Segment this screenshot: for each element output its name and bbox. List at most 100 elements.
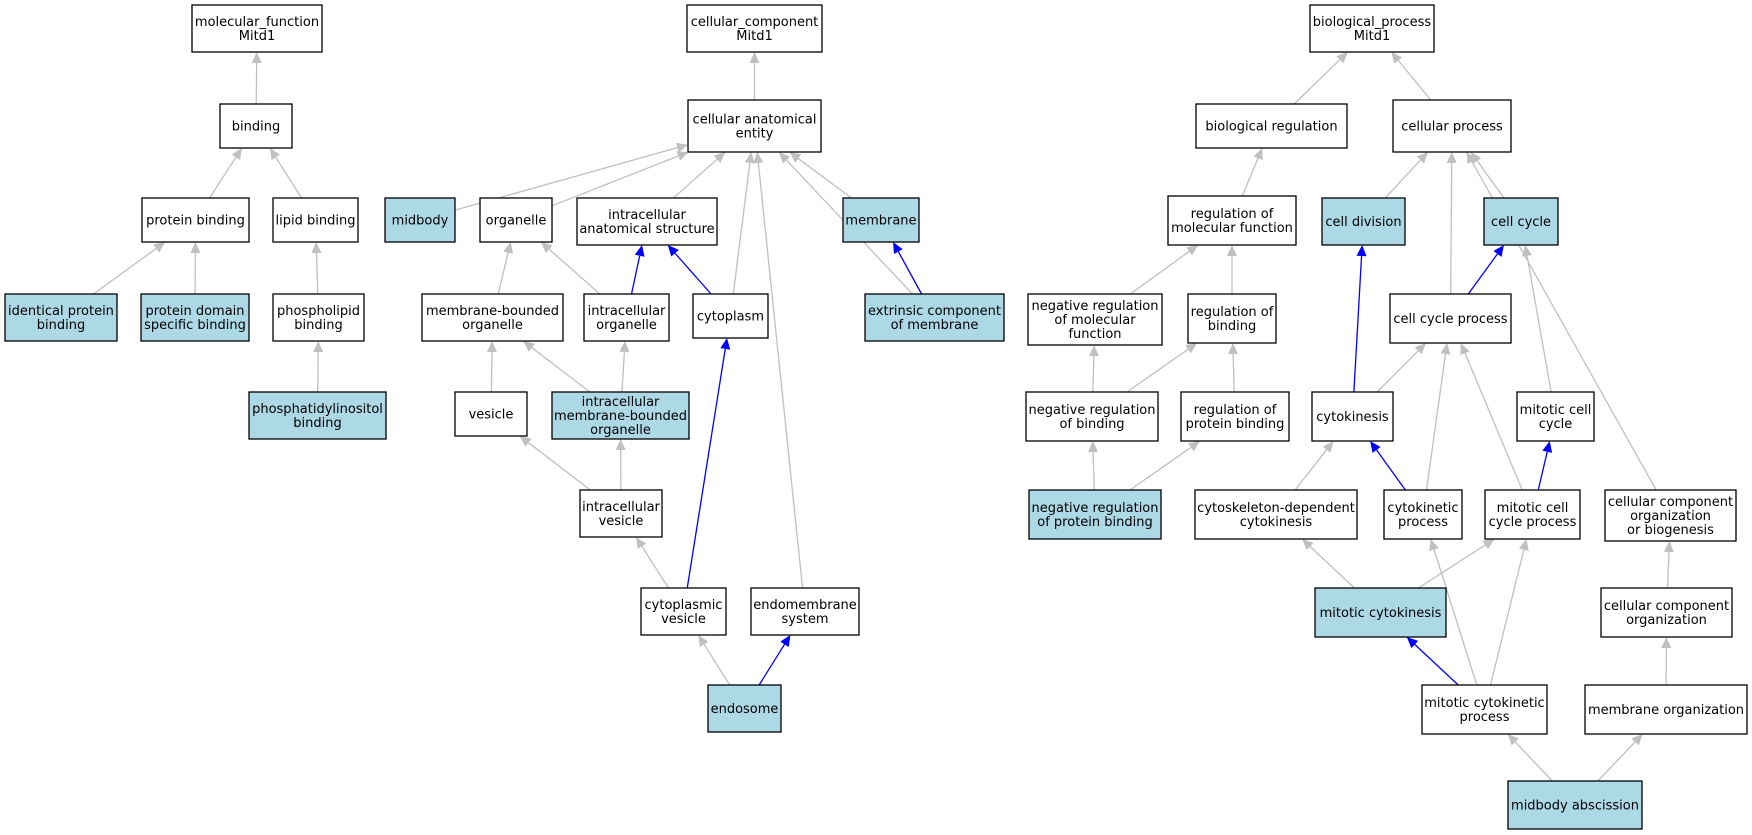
term-box [1584, 684, 1748, 735]
edge-ccorg-to-ccorgbio [1663, 541, 1674, 589]
term-label-line: entity [736, 127, 774, 142]
go-term-vesicle[interactable]: vesicle [454, 391, 528, 437]
go-term-cytokinesis[interactable]: cytokinesis [1311, 391, 1394, 442]
go-term-protbind[interactable]: protein binding [141, 197, 250, 243]
arrowhead-icon [1391, 52, 1403, 64]
term-label: protein binding [146, 214, 245, 229]
term-label: cellular process [1401, 120, 1503, 135]
term-box [454, 391, 528, 437]
arrowhead-icon [1482, 539, 1495, 550]
term-label-line: process [1460, 710, 1510, 725]
arrowhead-icon [540, 242, 553, 254]
term-label-line: lipid binding [276, 214, 356, 229]
term-box [1180, 391, 1290, 442]
arrowhead-icon [486, 341, 497, 353]
arrowhead-icon [1493, 245, 1504, 257]
go-term-cellcycle[interactable]: cell cycle [1483, 197, 1559, 246]
arrowhead-icon [893, 242, 903, 255]
go-term-memborg[interactable]: membrane organization [1584, 684, 1748, 735]
go-term-midabs[interactable]: midbody abscission [1507, 780, 1643, 830]
edge-line [758, 643, 786, 686]
edge-line [1092, 355, 1095, 393]
term-box [141, 197, 250, 243]
go-term-endosome[interactable]: endosome [707, 684, 782, 733]
term-label-line: cytokinesis [1240, 515, 1313, 530]
go-term-lipbind[interactable]: lipid binding [272, 197, 359, 243]
term-box [140, 293, 250, 342]
arrowhead-icon [720, 338, 731, 350]
term-box [1484, 489, 1581, 540]
edge-endosome-to-cytovesicle [698, 635, 731, 686]
term-box [1604, 489, 1737, 542]
term-box [750, 587, 860, 636]
go-term-ccproc[interactable]: cell cycle process [1389, 293, 1512, 344]
term-label-line: organelle [596, 318, 657, 333]
go-term-celldiv[interactable]: cell division [1321, 197, 1406, 246]
term-box [1028, 489, 1162, 540]
term-label-line: mitotic cytokinetic [1424, 696, 1544, 711]
edge-line [551, 155, 679, 207]
arrowhead-icon [1370, 441, 1381, 453]
term-label-line: vesicle [661, 612, 706, 627]
edge-lipbind-to-binding [269, 148, 303, 199]
go-term-cellproc[interactable]: cellular process [1392, 99, 1512, 153]
go-term-membrane[interactable]: membrane [842, 197, 920, 243]
go-term-binding[interactable]: binding [219, 103, 293, 149]
term-label-line: of binding [1059, 417, 1124, 432]
go-term-organelle[interactable]: organelle [479, 197, 553, 243]
term-box [1187, 293, 1277, 344]
arrowhead-icon [1302, 539, 1314, 551]
go-term-bioreg[interactable]: biological regulation [1195, 103, 1348, 149]
arrowhead-icon [1631, 734, 1643, 746]
edge-line [1294, 449, 1328, 491]
term-box [1195, 103, 1348, 149]
term-label: membrane organization [1588, 703, 1744, 718]
go-term-midbody[interactable]: midbody [384, 197, 456, 243]
edge-cytovesicle-to-intravesicle [635, 537, 670, 589]
go-term-mitcytok[interactable]: mitotic cytokinesis [1314, 587, 1447, 638]
edge-line [275, 156, 303, 199]
arrowhead-icon [615, 439, 626, 451]
term-label: cell division [1325, 215, 1401, 230]
arrowhead-icon [780, 635, 791, 647]
go-term-cytoplasm[interactable]: cytoplasm [692, 293, 769, 339]
term-label: vesicle [469, 408, 514, 423]
arrowhead-icon [251, 52, 262, 64]
arrowhead-icon [634, 245, 645, 257]
arrowhead-icon [1542, 441, 1553, 453]
